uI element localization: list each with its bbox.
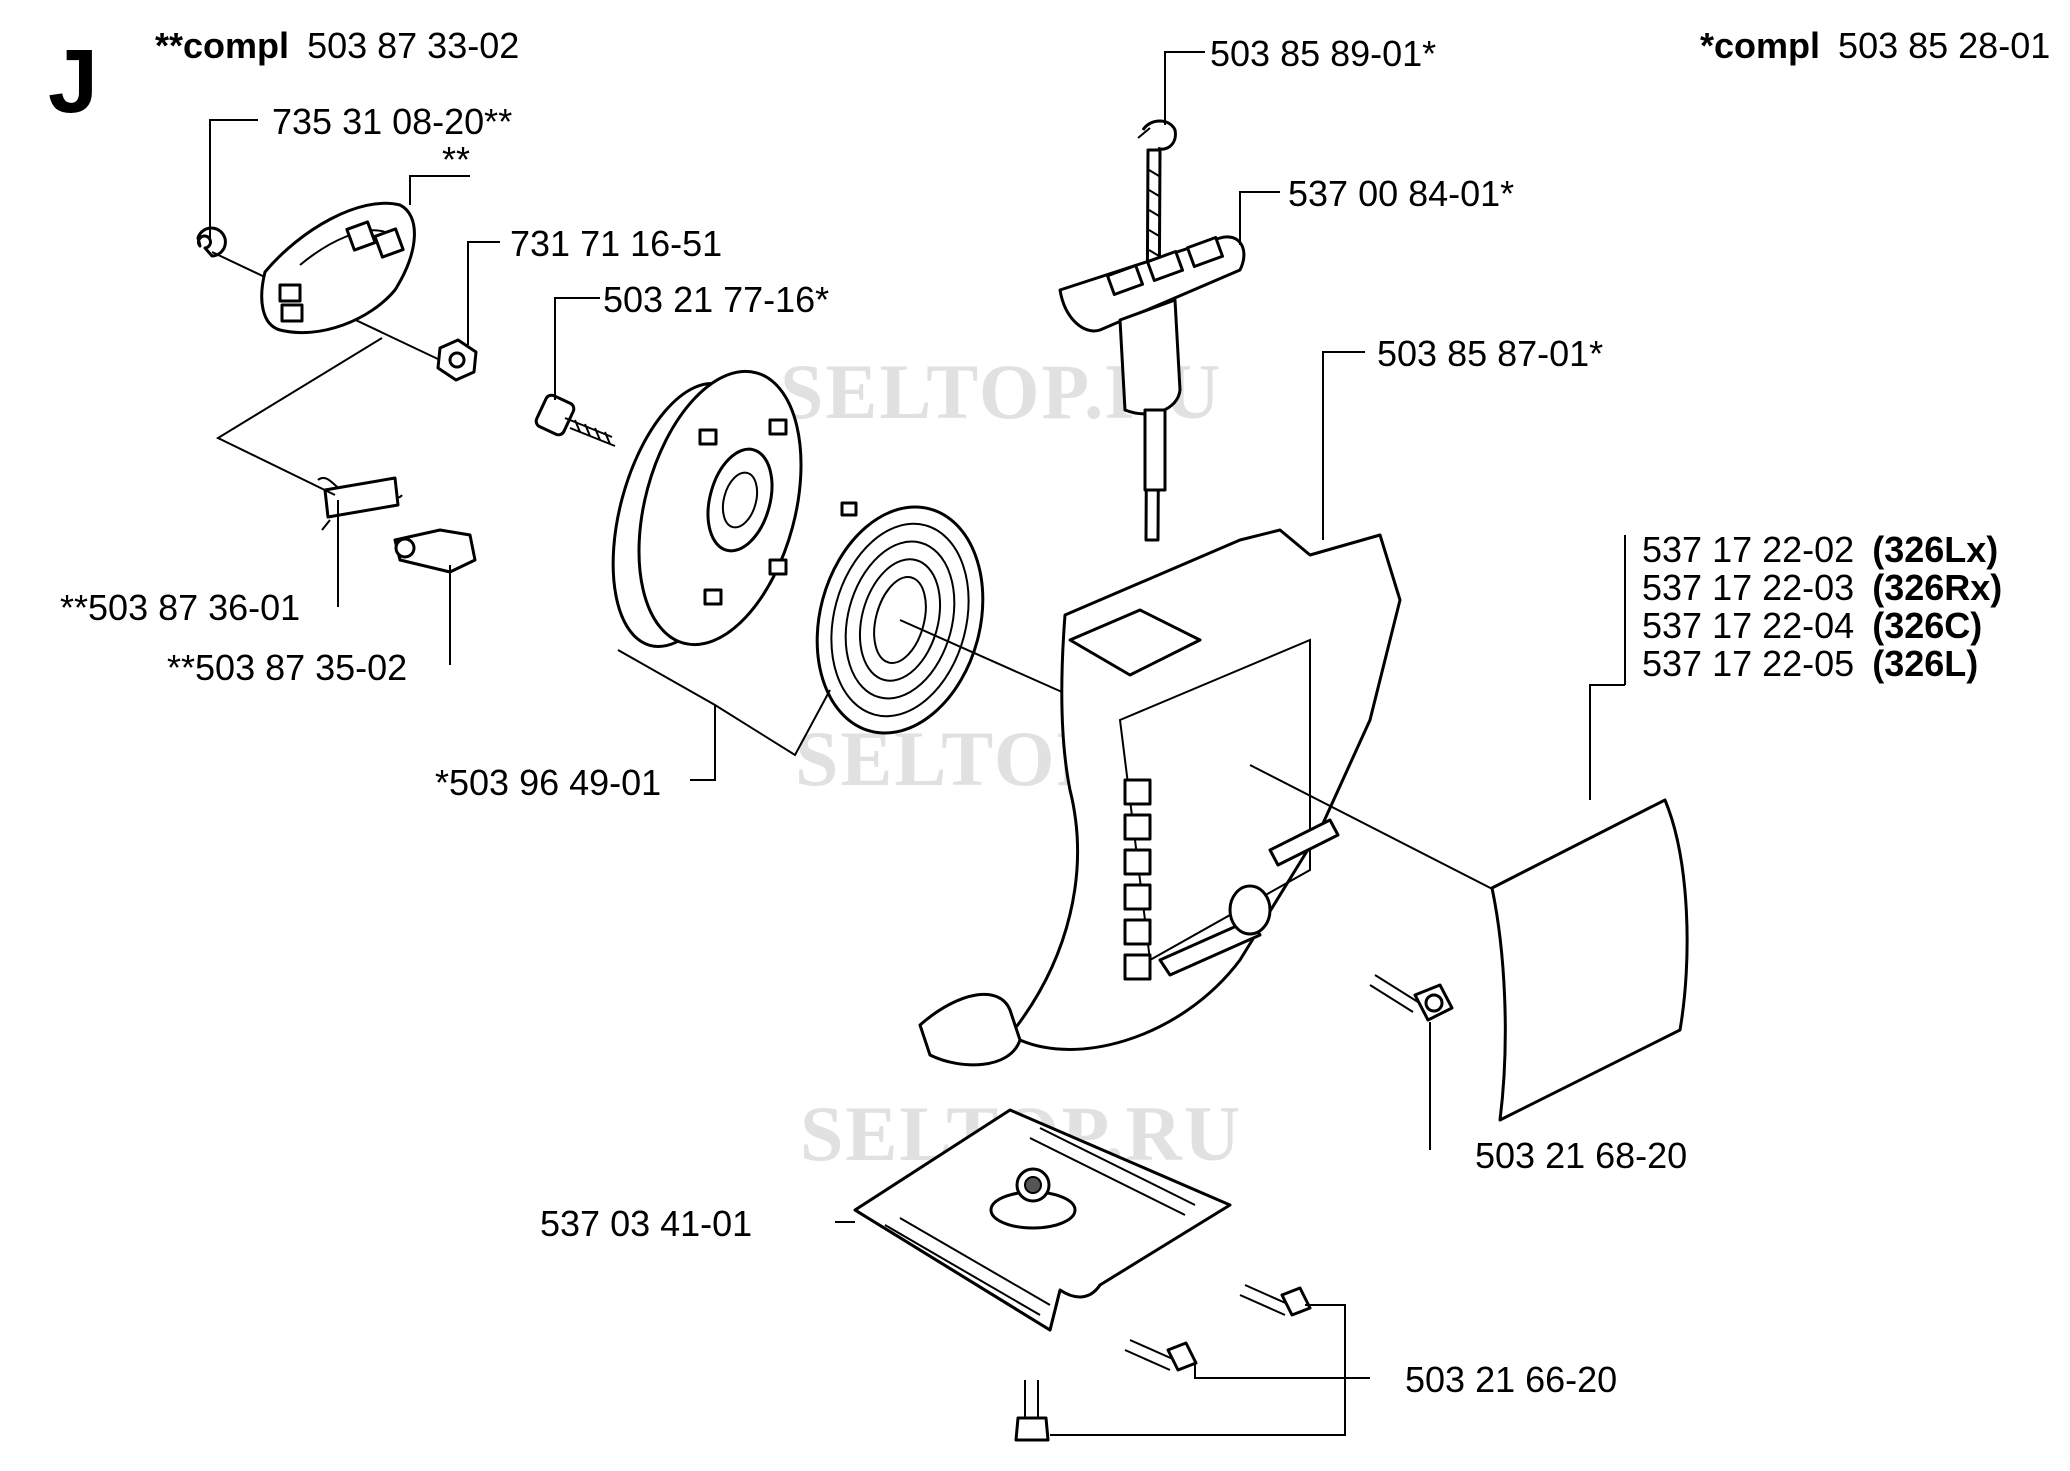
housing-screw-part xyxy=(1369,974,1454,1022)
bottom-screw-3-part xyxy=(1014,1380,1050,1442)
compl-left-prefix: **compl xyxy=(155,25,289,66)
variant-326lx: 537 17 22-02 (326Lx) xyxy=(1642,529,1998,570)
compl-right-prefix: *compl xyxy=(1700,25,1820,66)
label-503-87-35-02: **503 87 35-02 xyxy=(167,647,407,688)
section-letter: J xyxy=(48,32,98,132)
variant-list: 537 17 22-02 (326Lx) 537 17 22-03 (326Rx… xyxy=(1642,529,2002,684)
pawl-part xyxy=(393,528,477,574)
variant-326rx-number: 537 17 22-03 xyxy=(1642,567,1854,608)
label-503-87-36-01: **503 87 36-01 xyxy=(60,587,300,628)
label-503-21-77-16: 503 21 77-16* xyxy=(603,279,829,320)
variant-326l: 537 17 22-05 (326L) xyxy=(1642,643,1978,684)
leader-lines xyxy=(209,51,1626,1436)
variant-326lx-number: 537 17 22-02 xyxy=(1642,529,1854,570)
recoil-spring-part xyxy=(815,501,1081,735)
variant-326l-number: 537 17 22-05 xyxy=(1642,643,1854,684)
variant-326rx-model: (326Rx) xyxy=(1872,567,2002,608)
variant-326c: 537 17 22-04 (326C) xyxy=(1642,605,1982,646)
variant-326rx: 537 17 22-03 (326Rx) xyxy=(1642,567,2002,608)
compl-right-label: *compl 503 85 28-01 xyxy=(1700,25,2050,66)
label-537-03-41-01: 537 03 41-01 xyxy=(540,1203,752,1244)
variant-326c-model: (326C) xyxy=(1872,605,1982,646)
label-731-71-16-51: 731 71 16-51 xyxy=(510,223,722,264)
label-503-21-68-20: 503 21 68-20 xyxy=(1475,1135,1687,1176)
pulley-screw-part xyxy=(534,393,616,447)
label-503-21-66-20: 503 21 66-20 xyxy=(1405,1359,1617,1400)
label-plate-part xyxy=(1490,798,1689,1122)
starter-handle-part xyxy=(1058,119,1246,542)
bottom-screw-1-part xyxy=(1239,1284,1312,1317)
torsion-spring-part xyxy=(317,476,403,531)
compl-right-number: 503 85 28-01 xyxy=(1838,25,2050,66)
compl-left-number: 503 87 33-02 xyxy=(307,25,519,66)
bottom-screw-2-part xyxy=(1124,1339,1198,1372)
starter-housing-part xyxy=(918,528,1511,1067)
nut-part xyxy=(436,338,478,382)
pawl-carrier-part xyxy=(260,201,416,335)
bottom-plate-part xyxy=(853,1108,1232,1332)
label-503-96-49-01: *503 96 49-01 xyxy=(435,762,661,803)
variant-326c-number: 537 17 22-04 xyxy=(1642,605,1854,646)
label-735-31-08-20: 735 31 08-20** xyxy=(272,101,512,142)
label-503-85-89-01: 503 85 89-01* xyxy=(1210,33,1436,74)
label-503-85-87-01: 503 85 87-01* xyxy=(1377,333,1603,374)
label-double-star: ** xyxy=(442,139,470,180)
label-537-00-84-01: 537 00 84-01* xyxy=(1288,173,1514,214)
compl-left-label: **compl 503 87 33-02 xyxy=(155,25,519,66)
rope-pulley-part xyxy=(611,369,803,648)
variant-326l-model: (326L) xyxy=(1872,643,1978,684)
variant-326lx-model: (326Lx) xyxy=(1872,529,1998,570)
